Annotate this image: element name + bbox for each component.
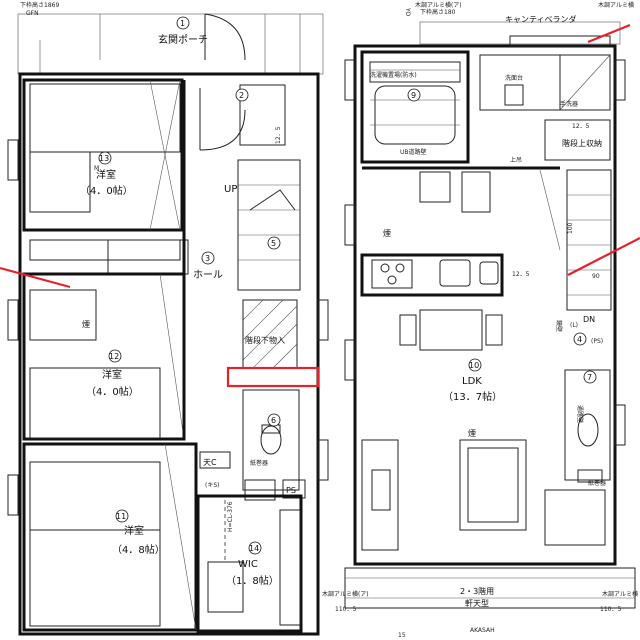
window-far-right-label: 木調アルミ横 (598, 1, 634, 9)
laundry-label: 洗濯機置場(防水) (370, 71, 417, 79)
smoke-detector-right: 煙 (383, 229, 391, 238)
paper-holder-left: 紙巻器 (250, 459, 268, 467)
red-line-left (0, 266, 71, 289)
wic-walls (196, 494, 303, 633)
room-11-walls (22, 442, 198, 632)
room-1-name: 玄関ポーチ (158, 33, 208, 46)
right-outer-wall (353, 44, 617, 566)
eave-left-label-2: GFN (26, 10, 39, 17)
room-1-num: 1 (180, 19, 185, 28)
dim-12-5-right-b: 12．5 (512, 271, 530, 278)
room-14-size: （1．8帖） (226, 574, 279, 587)
room-6-num: 6 (271, 416, 276, 425)
right-floor-plan (344, 21, 640, 609)
dn-label: DN (583, 315, 595, 324)
balcony (344, 567, 636, 609)
room-14-num: 14 (249, 544, 259, 553)
entry-door-swing (204, 13, 246, 61)
num-90: 90 (592, 273, 600, 280)
room-3-num: 3 (205, 254, 210, 263)
dim-110-5-left: 110．5 (335, 606, 356, 613)
mirror-wall-label: 鏡壁 (555, 320, 563, 332)
window-right-top-label: 木調アルミ横(ア) (415, 1, 462, 9)
room-12-num: 12 (109, 352, 119, 361)
ps-label-right: (PS) (591, 338, 603, 345)
room-11-name: 洋室 (124, 524, 144, 537)
hcl-label: H=CL-376 (227, 501, 234, 532)
labels: 下枠高さ1869 GFN 木調アルミ横(ア) 下枠高さ180 木調アルミ横 キャ… (20, 1, 638, 639)
red-line-right (567, 237, 640, 276)
room-14-name: WIC (238, 559, 258, 570)
akasah-label: AKASAH (470, 627, 495, 634)
room-10-size: （13．7帖） (443, 390, 502, 403)
canopy-veranda-label: キャンティベランダ (505, 14, 577, 24)
room-5-num: 5 (271, 239, 276, 248)
room-2-num: 2 (239, 91, 244, 100)
kis-label: (キS) (205, 482, 220, 489)
room-13-num: 13 (99, 154, 109, 163)
sink-label: 洗面台 (505, 74, 523, 82)
bottom-num-label: 15 (398, 632, 406, 639)
stair-upper-storage-label: 階段上収納 (562, 138, 602, 148)
l-label: (L) (570, 322, 578, 329)
room-12-size: （4．0帖） (86, 385, 139, 398)
stair-storage (242, 299, 298, 369)
bathtub (374, 85, 456, 145)
num-100: 100 (567, 222, 574, 234)
room-12-name: 洋室 (102, 368, 122, 381)
window-bottom-right-label: 木調アルミ横 (602, 590, 638, 598)
tenc-label: 天C (203, 458, 217, 467)
room-9-num: 9 (411, 91, 416, 100)
room-13-name: 洋室 (96, 168, 116, 181)
smoke-detector-ldk: 煙 (468, 429, 476, 438)
room-13-mr: M (94, 165, 99, 172)
room-10-name: LDK (462, 376, 482, 387)
tv-board (361, 439, 399, 551)
dim-110-5-right: 110．5 (600, 606, 621, 613)
sofa (459, 439, 527, 531)
dim-12-5-right-a: 12．5 (572, 123, 590, 130)
kitchen-counter (360, 253, 504, 297)
room-13-size: （4．0帖） (80, 184, 133, 197)
hallway-wall-label: 通路壁 (576, 405, 584, 423)
dining-table (419, 309, 483, 351)
smoke-detector-12: 煙 (82, 320, 90, 329)
up-label: UP (224, 184, 237, 195)
bathroom-walls (360, 50, 470, 164)
stair-storage-label: 階段下物入 (245, 335, 285, 345)
dim-12-5-left: 12．5 (275, 126, 282, 144)
left-floor-plan (0, 13, 329, 636)
room-3-name: ホール (193, 269, 223, 281)
red-line-top-right (587, 23, 631, 44)
ub-label: UB道路壁 (400, 148, 427, 156)
eave-left-label: 下枠高さ1869 (20, 1, 59, 9)
room-11-size: （4．8帖） (112, 543, 165, 556)
stair-upper-storage (544, 119, 611, 161)
room-11-num: 11 (116, 512, 126, 521)
room-13-walls (22, 78, 184, 232)
room-7-num: 7 (587, 373, 592, 382)
left-outer-wall (18, 72, 320, 636)
room-10-num: 10 (469, 361, 479, 370)
hand-wash-label: 手洗器 (560, 100, 578, 108)
eave-right-top-label: 下枠高さ180 (420, 8, 456, 16)
up-top-label: 上吊 (510, 156, 522, 164)
room-4-num: 4 (577, 335, 582, 344)
paper-holder-right: 紙巻器 (588, 479, 606, 487)
balcony-label: 2・3階用 (460, 586, 494, 596)
ps-label: PS (286, 486, 296, 495)
window-bottom-left-label: 木調アルミ横(ア) (322, 590, 369, 598)
yo-mark: YO (404, 7, 411, 16)
toilet-fixture (260, 425, 282, 455)
eaves-type-label: 軒天型 (465, 599, 489, 608)
highlight-box (226, 366, 320, 388)
